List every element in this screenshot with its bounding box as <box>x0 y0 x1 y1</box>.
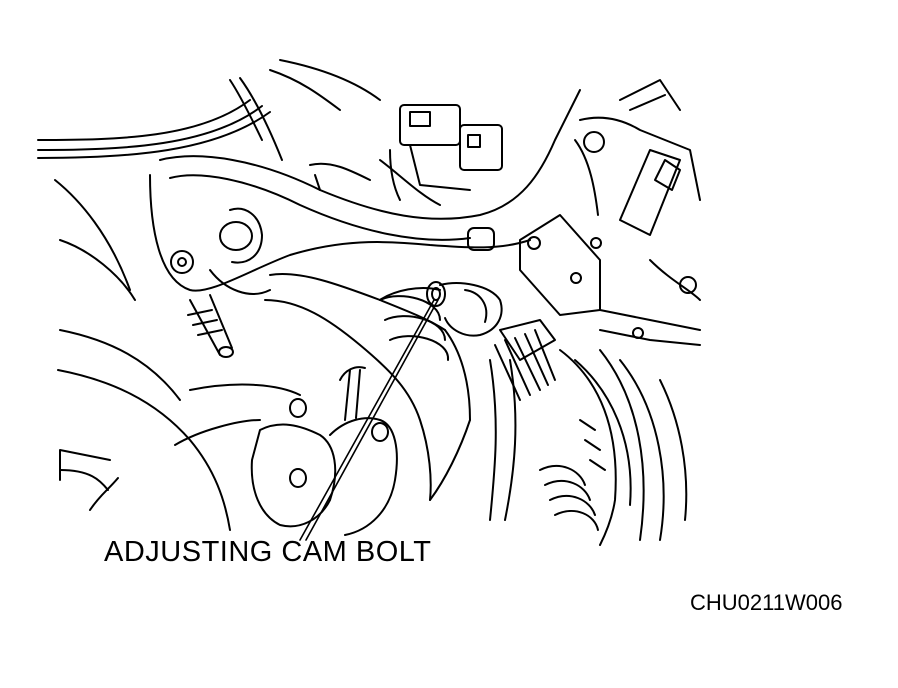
tie-rod-end <box>188 295 233 357</box>
coil-spring <box>380 296 448 360</box>
adjusting-cam-bolt <box>427 282 502 336</box>
tire-tread <box>540 350 686 545</box>
callout-leader <box>300 300 438 540</box>
side-member-bracket <box>520 80 700 540</box>
sensor-connector <box>310 105 502 205</box>
callout-label: ADJUSTING CAM BOLT <box>104 536 432 568</box>
steering-boot <box>490 320 555 520</box>
lower-arm <box>265 274 470 500</box>
knuckle-caliper <box>252 367 397 535</box>
figure-id: CHU0211W006 <box>690 590 843 615</box>
crossmember <box>150 90 580 294</box>
wheel-house-arcs <box>55 180 300 530</box>
fender-panel-lines <box>38 60 380 160</box>
